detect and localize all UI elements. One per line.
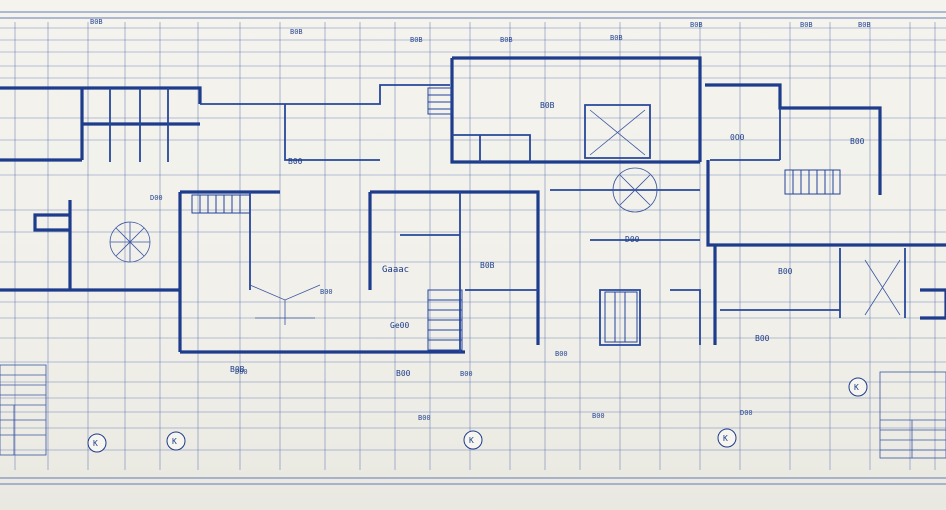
top-dimension-labels: B0B B0B B0B B0B B0B B0B B0B B0B (90, 18, 871, 44)
bottom-label: B00 (418, 414, 431, 422)
bottom-label: B00 (555, 350, 568, 358)
room-label: B0B (230, 365, 245, 374)
grid-marker-label: K (93, 439, 98, 448)
walls (0, 56, 946, 354)
grid-bubble (848, 377, 868, 397)
room-label: B0B (480, 261, 495, 270)
room-label: D00 (625, 235, 640, 244)
top-label: B0B (410, 36, 423, 44)
top-label: B0B (290, 28, 303, 36)
grid-bubble (717, 428, 737, 448)
top-label: B0B (800, 21, 813, 29)
bottom-label: D00 (235, 368, 248, 376)
grid-marker-label: K (172, 437, 177, 446)
grid-bubble (463, 430, 483, 450)
grid-markers: K K K K K (87, 377, 868, 453)
left-title-block (0, 364, 47, 456)
stairs (191, 87, 841, 351)
bottom-label: B00 (460, 370, 473, 378)
bottom-dimension-labels: D00 B00 B00 B00 B00 B00 D00 D00 (150, 194, 753, 422)
grid-bubble (87, 433, 107, 453)
top-label: B0B (690, 21, 703, 29)
room-label: B00 (850, 137, 865, 146)
fixtures (109, 109, 901, 325)
bottom-label: D00 (740, 409, 753, 417)
room-label: B00 (396, 369, 411, 378)
room-label: B00 (755, 334, 770, 343)
bottom-label: B00 (320, 288, 333, 296)
room-label: B00 (288, 157, 303, 166)
bottom-label: D00 (150, 194, 163, 202)
sheet-border (0, 11, 946, 485)
top-label: B0B (500, 36, 513, 44)
top-label: B0B (858, 21, 871, 29)
room-label: Ge00 (390, 321, 409, 330)
grid-lines (0, 22, 946, 470)
room-label: B00 (778, 267, 793, 276)
room-label: B0B (540, 101, 555, 110)
grid-marker-label: K (854, 383, 859, 392)
grid-bubble (166, 431, 186, 451)
right-title-block (879, 371, 946, 459)
bottom-label: B00 (592, 412, 605, 420)
room-labels: B0B Gaaac B0B B00 Ge00 D00 B00 B00 0O0 B… (230, 101, 865, 378)
top-label: B0B (610, 34, 623, 42)
grid-marker-label: K (469, 436, 474, 445)
room-label: Gaaac (382, 265, 409, 275)
top-label: B0B (90, 18, 103, 26)
grid-marker-label: K (723, 434, 728, 443)
room-label: 0O0 (730, 133, 745, 142)
